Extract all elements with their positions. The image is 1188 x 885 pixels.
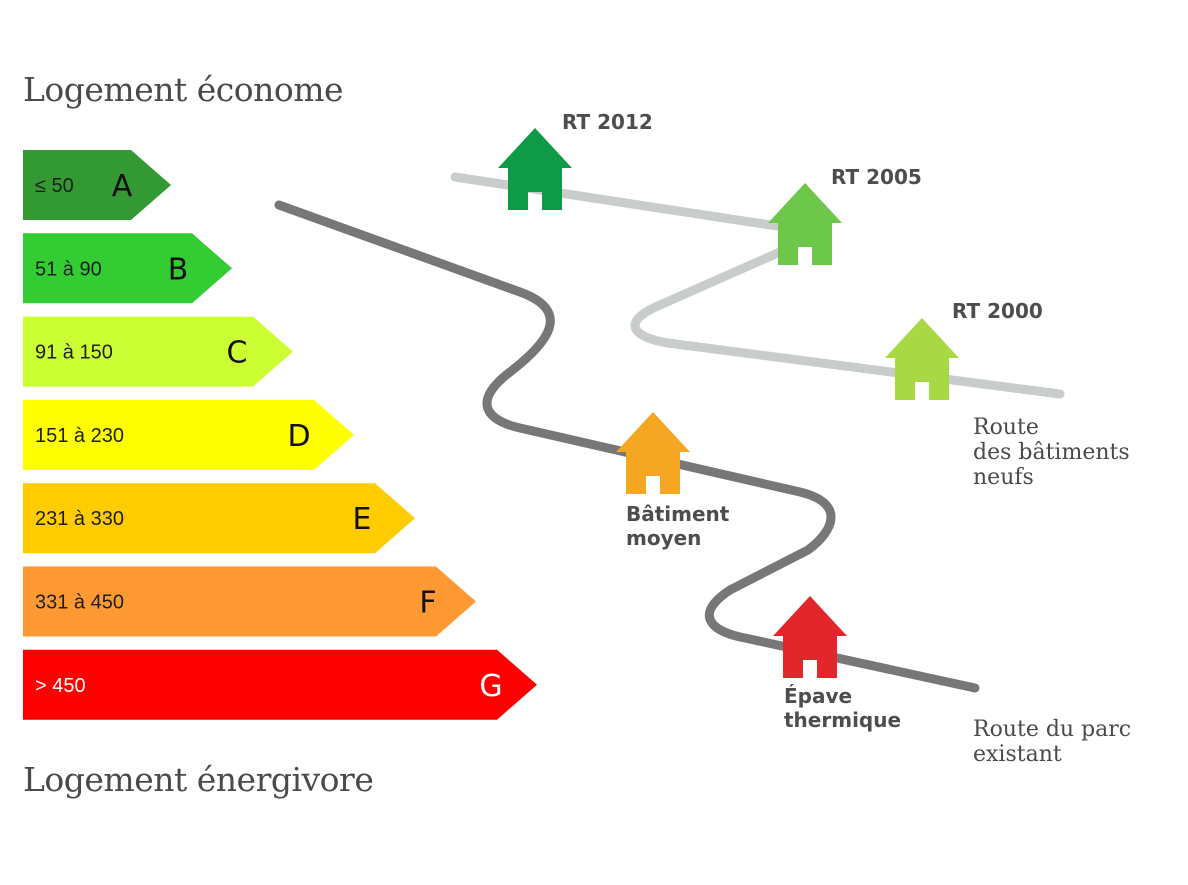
house-icon [616, 412, 690, 494]
rating-shape-c [23, 316, 293, 387]
road-label-line: existant [973, 742, 1062, 767]
rating-value-f: 331 à 450 [35, 592, 124, 614]
house-rt2012: RT 2012 [498, 110, 653, 210]
house-icon [885, 318, 959, 400]
road-label-line: des bâtiments [973, 440, 1130, 465]
house-rt2005: RT 2005 [768, 165, 922, 265]
rating-arrow-c: 91 à 150 C [23, 316, 293, 387]
rating-letter-c: C [227, 336, 248, 371]
rating-letter-g: G [479, 669, 502, 704]
house-label: moyen [626, 526, 701, 550]
house-label: thermique [784, 708, 901, 732]
road-label-line: Route [973, 415, 1039, 440]
rating-value-b: 51 à 90 [35, 258, 102, 280]
rating-letter-f: F [419, 586, 436, 621]
heading-econome: Logement économe [23, 70, 344, 109]
rating-shape-g [23, 649, 537, 720]
house-icon [768, 183, 842, 265]
house-icon [773, 596, 847, 678]
rating-arrow-e: 231 à 330 E [23, 483, 415, 554]
house-label: RT 2005 [831, 165, 922, 189]
rating-shape-a [23, 150, 171, 220]
rating-arrow-g: > 450 G [23, 649, 537, 720]
rating-value-a: ≤ 50 [35, 175, 74, 197]
rating-shape-d [23, 399, 354, 470]
rating-letter-b: B [168, 252, 189, 287]
rating-letter-e: E [353, 502, 372, 537]
rating-value-d: 151 à 230 [35, 425, 124, 447]
rating-arrow-d: 151 à 230 D [23, 399, 354, 470]
road-label-line: neufs [973, 465, 1034, 490]
road-label-line: Route du parc [973, 717, 1131, 742]
house-label: Épave [784, 684, 852, 708]
rating-arrow-a: ≤ 50 A [23, 150, 171, 220]
rating-arrow-f: 331 à 450 F [23, 566, 476, 637]
house-icon [498, 128, 572, 210]
house-rt2000: RT 2000 [885, 299, 1043, 400]
rating-arrow-b: 51 à 90 B [23, 233, 232, 304]
heading-energivore: Logement énergivore [23, 760, 374, 799]
house-label: RT 2000 [952, 299, 1043, 323]
rating-letter-d: D [287, 419, 310, 454]
rating-letter-a: A [112, 169, 133, 204]
house-label: Bâtiment [626, 502, 730, 526]
rating-value-c: 91 à 150 [35, 342, 113, 364]
rating-shape-e [23, 483, 415, 554]
rating-value-e: 231 à 330 [35, 508, 124, 530]
rating-value-g: > 450 [35, 675, 86, 697]
rating-shape-b [23, 233, 232, 304]
house-label: RT 2012 [562, 110, 653, 134]
road-existing [274, 200, 980, 693]
rating-shape-f [23, 566, 476, 637]
